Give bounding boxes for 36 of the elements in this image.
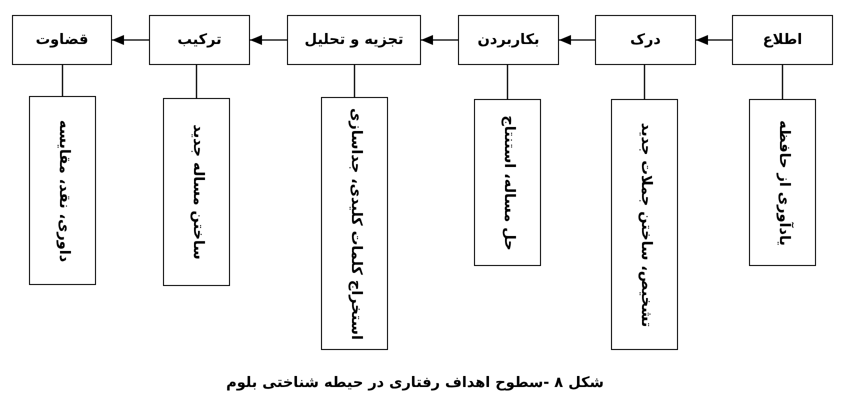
level-label: قضاوت (36, 32, 88, 48)
arrow (112, 35, 149, 45)
arrow (559, 35, 595, 45)
level-box (732, 15, 833, 65)
level-box (458, 15, 559, 65)
figure-caption: شکل ۸ -سطوح اهداف رفتاری در حیطه شناختی بلوم (226, 375, 604, 391)
description-text: استخراج کلمات کلیدی، جداسازی (346, 106, 364, 342)
level-label: بکاربردن (478, 32, 540, 48)
level-box (149, 15, 250, 65)
description-box (749, 99, 816, 266)
connector-line (196, 65, 198, 98)
level-label: تجزیه و تحلیل (304, 32, 404, 48)
arrow (696, 35, 732, 45)
description-box (611, 99, 678, 350)
description-text: حل مساله، استنتاج (499, 114, 518, 252)
description-text: تشخیص، ساختن جملات جدید (636, 121, 654, 329)
description-box (474, 99, 541, 266)
description-text: داوری، نقد، مقایسه (54, 118, 72, 264)
description-text: ساختن مساله جدید (188, 123, 206, 262)
description-box (29, 96, 96, 285)
description-box (163, 98, 230, 286)
level-label: اطلاع (762, 32, 802, 48)
description-box (321, 97, 388, 350)
description-text: یادآوری از حافظه (772, 106, 792, 259)
connector-line (354, 65, 356, 97)
connector-line (506, 65, 508, 99)
level-box (12, 15, 112, 65)
level-box (595, 15, 696, 65)
arrow (421, 35, 458, 45)
level-label: درک (630, 32, 661, 48)
level-box (287, 15, 421, 65)
connector-line (644, 65, 646, 99)
connector-line (782, 65, 784, 99)
connector-line (62, 65, 64, 96)
arrow (250, 35, 287, 45)
level-label: ترکیب (177, 32, 222, 48)
